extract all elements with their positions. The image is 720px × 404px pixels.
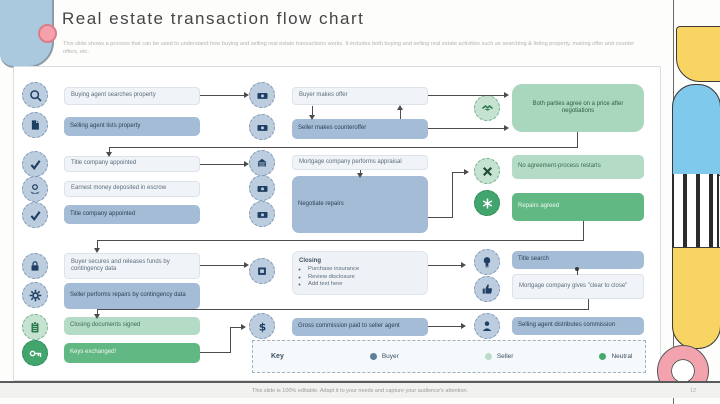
node-docs-signed: Closing documents signed — [64, 317, 200, 335]
svg-text:$: $ — [258, 320, 266, 333]
search-icon — [22, 82, 48, 108]
closing-list: Purchase insurance Review disclosure Add… — [301, 266, 359, 288]
footer-divider — [0, 381, 720, 383]
closing-item: Add text here — [308, 281, 359, 288]
legend-item-seller: Seller — [484, 353, 513, 360]
page-number: 12 — [690, 388, 697, 394]
cash-icon — [249, 114, 275, 140]
cash-icon — [249, 201, 275, 227]
buyer-color-dot — [369, 353, 377, 360]
lightbulb-icon — [474, 249, 500, 275]
neutral-color-dot — [599, 353, 607, 360]
lock-icon — [22, 253, 48, 279]
node-closing: Closing Purchase insurance Review disclo… — [292, 251, 428, 295]
handshake-icon — [474, 95, 500, 121]
node-keys-exchanged: Keys exchanged! — [64, 343, 200, 363]
closing-item: Purchase insurance — [308, 266, 359, 273]
legend-title: Key — [271, 353, 284, 360]
document-icon — [22, 112, 48, 138]
slide-subtitle: This slide shows a process that can be u… — [63, 41, 635, 56]
coin-hand-icon — [22, 176, 48, 202]
node-distribute-commission: Selling agent distributes commission — [512, 317, 644, 335]
node-appraisal: Mortgage company performs appraisal — [292, 155, 428, 170]
node-seller-counter: Seller makes counteroffer — [292, 119, 428, 139]
node-repairs-agreed: Repairs agreed — [512, 193, 644, 221]
check-icon — [22, 151, 48, 177]
node-seller-repairs: Seller performs repairs by contingency d… — [64, 283, 200, 309]
key-icon — [22, 340, 48, 366]
node-title-search: Title search — [512, 251, 644, 269]
bank-icon — [249, 150, 275, 176]
legend-item-buyer: Buyer — [369, 353, 399, 360]
agent-person-icon — [474, 313, 500, 339]
thumbs-up-icon — [474, 276, 500, 302]
node-agree-price: Both parties agree on a price after nego… — [512, 84, 644, 132]
pink-dot-decoration — [38, 24, 57, 43]
node-selling-agent: Selling agent lists property — [64, 117, 200, 136]
flower-icon — [474, 190, 500, 216]
yellow-capsule-decoration — [672, 247, 720, 349]
node-buyer-funds: Buyer secures and releases funds by cont… — [64, 253, 200, 279]
node-no-agreement: No agreement-process restarts — [512, 155, 644, 179]
node-commission: Gross commission paid to seller agent — [292, 318, 428, 336]
legend-item-neutral: Neutral — [599, 353, 632, 360]
node-title-company-2: Title company appointed — [64, 205, 200, 224]
closing-title: Closing — [299, 257, 321, 264]
dollar-icon: $ — [249, 313, 275, 339]
legend: Key Buyer Seller Neutral — [252, 340, 646, 373]
seller-color-dot — [484, 353, 492, 360]
cash-icon — [249, 175, 275, 201]
check-icon — [22, 202, 48, 228]
closing-item: Review disclosure — [308, 274, 359, 281]
node-earnest-money: Earnest money deposited in escrow — [64, 181, 200, 197]
yellow-shape-decoration — [676, 26, 720, 82]
gear-icon — [22, 282, 48, 308]
x-icon — [474, 158, 500, 184]
footer-note: This slide is 100% editable. Adapt it to… — [0, 383, 720, 398]
node-title-company-1: Title company appointed — [64, 156, 200, 172]
node-buyer-offer: Buyer makes offer — [292, 87, 428, 105]
cash-icon — [249, 82, 275, 108]
clipboard-icon — [22, 314, 48, 340]
node-buying-agent: Buying agent searches property — [64, 87, 200, 105]
blue-capsule-decoration — [672, 84, 720, 176]
stripes-decoration — [672, 174, 719, 247]
node-clear-to-close: Mortgage company gives "clear to close" — [512, 274, 644, 299]
page-title: Real estate transaction flow chart — [62, 9, 365, 28]
package-icon — [249, 258, 275, 284]
node-negotiate-repairs: Negotiate repairs — [292, 176, 428, 233]
